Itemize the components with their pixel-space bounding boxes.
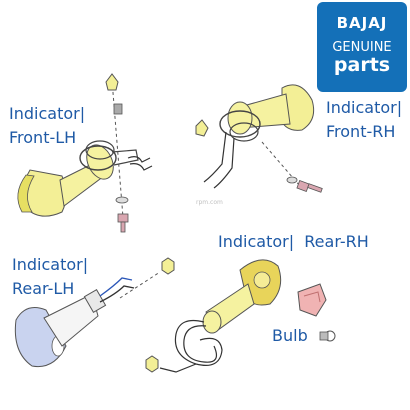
- front-rh-lens: [281, 84, 315, 131]
- logo-parts: parts: [333, 54, 391, 76]
- logo-brand: BAJAJ: [336, 14, 388, 32]
- front-lh-lens: [17, 169, 67, 217]
- rear-rh-stem: [202, 283, 255, 334]
- rear-rh-nut: [145, 355, 159, 373]
- indicator-front-lh[interactable]: [17, 73, 153, 233]
- indicator-front-rh[interactable]: [195, 84, 323, 193]
- front-lh-bracket: [79, 140, 153, 171]
- label-front-rh-line1: Indicator|: [326, 98, 403, 117]
- label-rear-lh-line1: Indicator|: [12, 255, 89, 274]
- label-front-rh: Indicator| Front-RH: [326, 96, 402, 144]
- front-lh-screw: [113, 103, 123, 115]
- bulb-socket[interactable]: [297, 283, 327, 317]
- rear-lh-nut: [161, 257, 175, 275]
- watermark: rpm.com: [196, 199, 223, 206]
- bulb[interactable]: [319, 330, 336, 342]
- front-lh-stem: [59, 144, 114, 207]
- rear-lh-axis-line: [119, 271, 161, 299]
- front-lh-cap: [105, 73, 119, 91]
- front-lh-axis-line: [111, 79, 125, 231]
- rear-rh-wires: [159, 319, 223, 373]
- front-rh-cap: [195, 119, 209, 137]
- front-lh-bolt: [115, 196, 129, 233]
- label-front-lh-line2: Front-LH: [9, 128, 77, 147]
- indicator-rear-rh[interactable]: [145, 259, 282, 373]
- indicator-rear-lh[interactable]: [14, 257, 175, 368]
- label-rear-lh-line2: Rear-LH: [12, 279, 75, 298]
- rear-lh-stem: [43, 289, 107, 347]
- logo-genuine: GENUINE: [332, 40, 392, 55]
- label-front-lh-line1: Indicator|: [9, 104, 86, 123]
- label-bulb: Bulb: [272, 326, 308, 345]
- rear-lh-wires: [99, 277, 135, 303]
- front-rh-bolt: [286, 176, 323, 193]
- label-rear-rh: Indicator| Rear-RH: [218, 230, 369, 254]
- label-front-rh-line2: Front-RH: [326, 122, 396, 141]
- bajaj-genuine-parts-logo: BAJAJ GENUINE parts: [317, 2, 407, 92]
- label-front-lh: Indicator| Front-LH: [9, 102, 85, 150]
- label-rear-rh-line1: Indicator| Rear-RH: [218, 232, 369, 251]
- front-rh-bracket: [203, 110, 261, 189]
- label-rear-lh: Indicator| Rear-LH: [12, 253, 88, 301]
